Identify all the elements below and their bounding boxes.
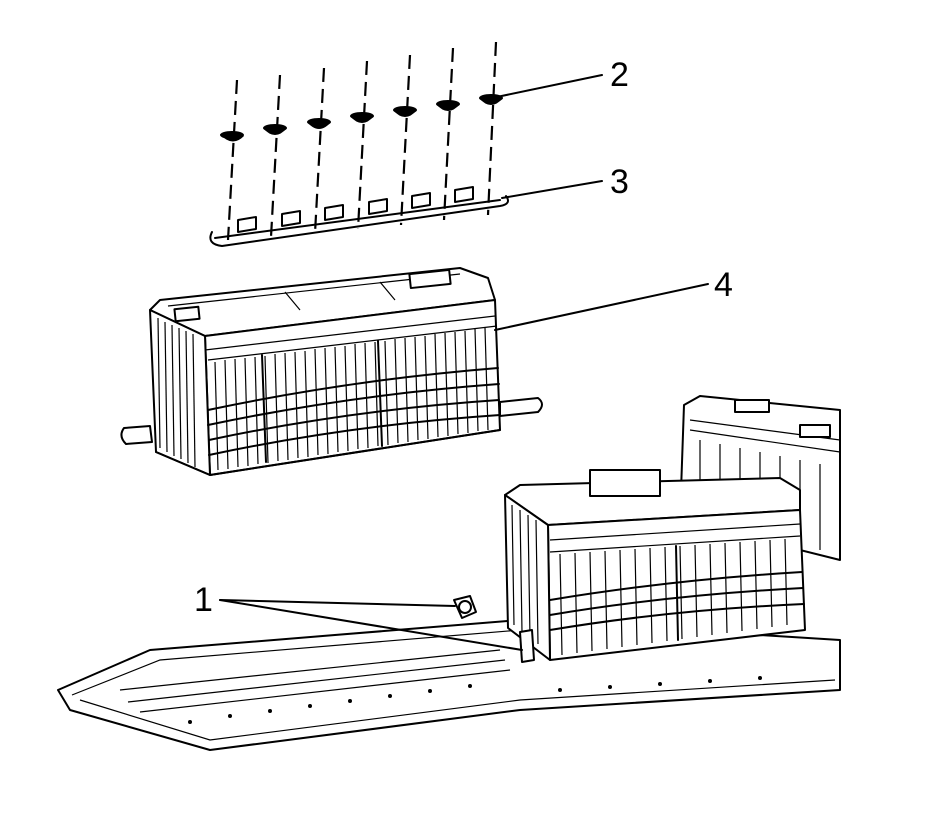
callout-1: 1 [194, 581, 213, 619]
tray-rivets [188, 676, 762, 724]
bolt-2 [263, 74, 287, 238]
callout-3: 3 [610, 163, 629, 201]
bolt-4 [350, 60, 374, 230]
leader-lines [219, 74, 709, 651]
bolt-1 [220, 79, 244, 241]
bolt-6 [436, 47, 460, 221]
retainer-bracket [209, 186, 509, 247]
front-module-cells [549, 538, 805, 656]
bolt-5 [393, 54, 417, 226]
retaining-nut [453, 595, 535, 663]
callout-2: 2 [610, 56, 629, 94]
bolts-group [220, 41, 503, 241]
vehicle-tray [57, 619, 841, 751]
bracket-clips [237, 186, 474, 233]
bolt-7 [479, 41, 503, 216]
module-cell-bands [207, 340, 501, 463]
callout-4: 4 [714, 266, 733, 304]
bolt-3 [307, 67, 331, 234]
battery-module [120, 267, 543, 476]
installed-module-front [453, 469, 806, 663]
module-side-ribs [157, 317, 196, 468]
